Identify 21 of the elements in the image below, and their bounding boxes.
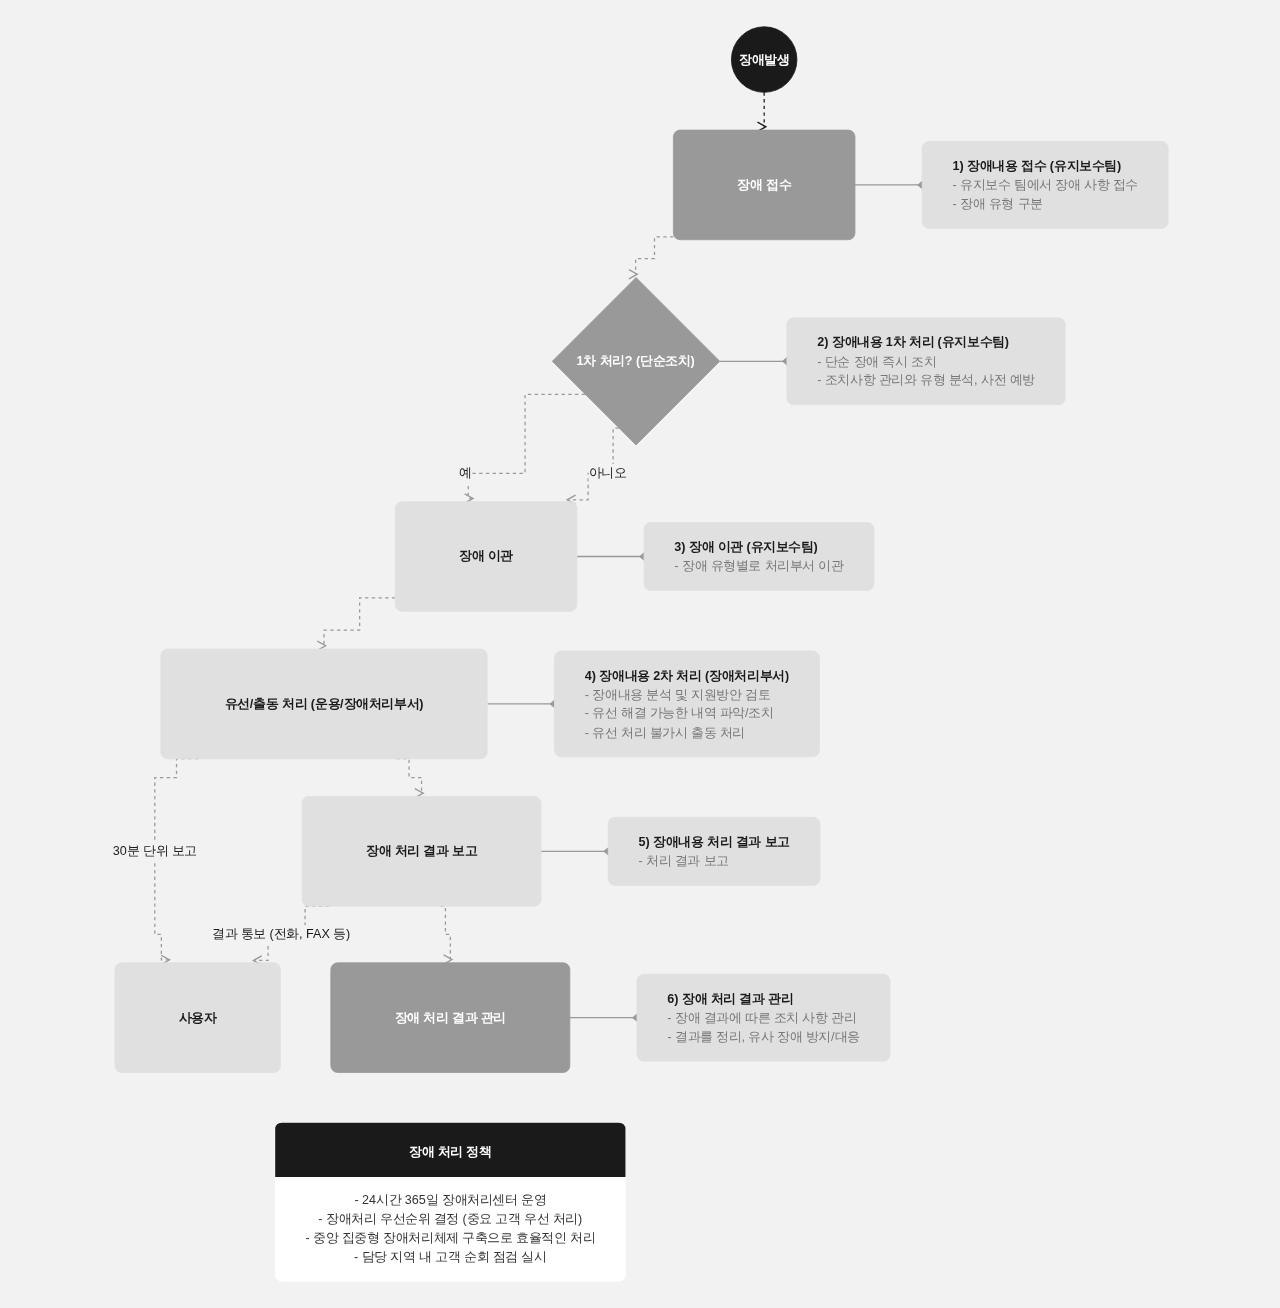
edge-label: 결과 통보 (전화, FAX 등) — [211, 926, 350, 941]
node-box: 4) 장애내용 2차 처리 (장애처리부서) - 장애내용 분석 및 지원방안 검토 - 유선 해결 가능한 내역 파악/조치 - 유선 처리 불가시 출동 처리 — [553, 650, 820, 758]
node-box: 장애 처리 결과 관리 — [329, 962, 570, 1073]
edge-label: 30분 단위 보고 — [112, 843, 197, 858]
node-box: 2) 장애내용 1차 처리 (유지보수팀) - 단순 장애 즉시 조치 - 조치사항 관리와 유형 분석, 사전 예방 — [786, 317, 1066, 406]
node-box: 장애 처리 결과 보고 — [301, 796, 541, 907]
node-box: 1) 장애내용 접수 (유지보수팀) - 유지보수 팀에서 장애 사항 접수 - 장애 유형 구분 — [921, 141, 1169, 229]
edge-label: 아니오 — [588, 465, 626, 480]
edge-label: 예 — [458, 465, 471, 480]
node-box: 5) 장애내용 처리 결과 보고 - 처리 결과 보고 — [607, 816, 820, 886]
node-box: 장애 이관 — [394, 501, 577, 612]
node-box: 3) 장애 이관 (유지보수팀) - 장애 유형별로 처리부서 이관 — [643, 522, 874, 591]
node-box: 장애 접수 — [672, 129, 855, 241]
node-circle: 장애발생 — [730, 26, 797, 93]
arrow — [318, 597, 396, 649]
node-diamond: 1차 처리? (단순조치) — [551, 277, 720, 446]
arrow — [758, 91, 769, 130]
arrow — [629, 236, 674, 277]
node-box: 6) 장애 처리 결과 관리 - 장애 결과에 따른 조치 사항 관리 - 결과를 정리, 유사 장애 방지/대응 — [636, 973, 890, 1062]
node-box: 유선/출동 처리 (운용/장애처리부서) — [159, 648, 488, 760]
node-box: 사용자 — [114, 962, 281, 1073]
